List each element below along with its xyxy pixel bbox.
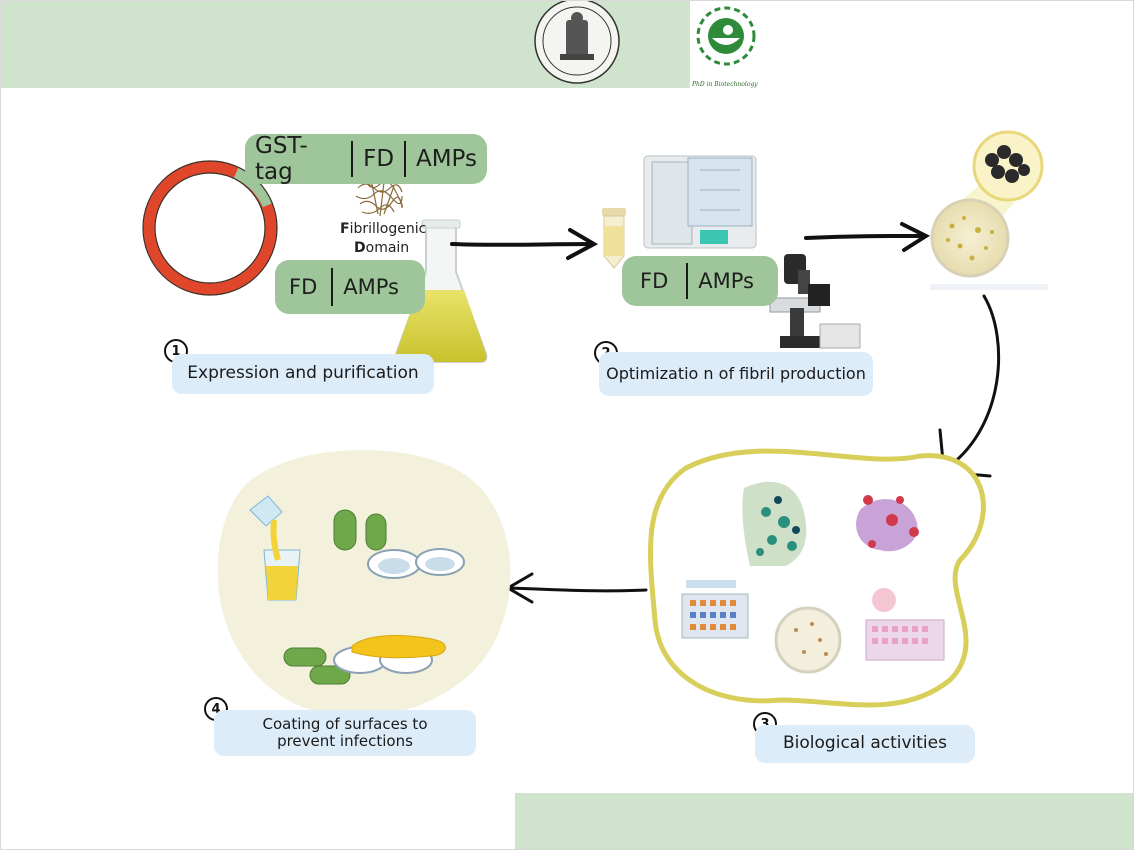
university-seal-icon xyxy=(534,0,620,84)
segment-divider xyxy=(351,141,354,177)
step-2-label: Optimizatio n of fibril production xyxy=(599,352,873,396)
arrow-plate-to-biological xyxy=(938,294,1001,478)
step-1-label: Expression and purification xyxy=(172,354,434,394)
segment-divider xyxy=(331,267,334,307)
petri-dish-zoom-icon xyxy=(930,130,1048,290)
fd-segment: FD xyxy=(289,275,318,299)
arrow-biological-to-coating xyxy=(505,572,648,604)
incubator-icon xyxy=(643,155,757,249)
fibril-tangle-icon xyxy=(355,180,403,217)
amps-segment: AMPs xyxy=(343,275,399,299)
fd-rest-1: ibrillogenic xyxy=(349,221,427,237)
microscope-icon xyxy=(769,254,861,349)
arrow-expression-to-optimization xyxy=(450,228,599,260)
arrow-optimization-to-plate xyxy=(804,222,931,252)
biological-activities-blob xyxy=(648,448,986,708)
fd-rest-2: omain xyxy=(365,239,410,256)
fd-initial-f: F xyxy=(340,221,350,237)
footer-band xyxy=(515,793,1134,850)
amps-segment: AMPs xyxy=(415,146,477,172)
plasmid-icon xyxy=(142,160,278,296)
phd-biotech-logo-icon xyxy=(690,0,770,90)
amps-segment: AMPs xyxy=(698,269,754,293)
segment-divider xyxy=(404,141,406,177)
construct-fibril-pill: FD AMPs xyxy=(622,256,778,306)
fd-segment: FD xyxy=(363,146,395,172)
segment-divider xyxy=(686,263,689,299)
fibrillogenic-domain-label: Fibrillogenic Domain xyxy=(340,220,426,258)
header-band xyxy=(0,0,770,88)
construct-full-pill: GST-tag FD AMPs xyxy=(245,133,487,185)
step-3-label: Biological activities xyxy=(755,725,975,763)
falcon-tube-icon xyxy=(602,208,626,269)
fd-initial-d: D xyxy=(354,239,366,256)
construct-cleaved-pill: FD AMPs xyxy=(275,260,425,314)
fd-segment: FD xyxy=(640,269,669,293)
coating-blob xyxy=(217,449,511,718)
gst-tag-segment: GST-tag xyxy=(255,133,308,185)
phd-logo-caption: PhD in Biotechnology xyxy=(692,81,758,88)
step-4-label: Coating of surfaces to prevent infection… xyxy=(214,710,476,756)
